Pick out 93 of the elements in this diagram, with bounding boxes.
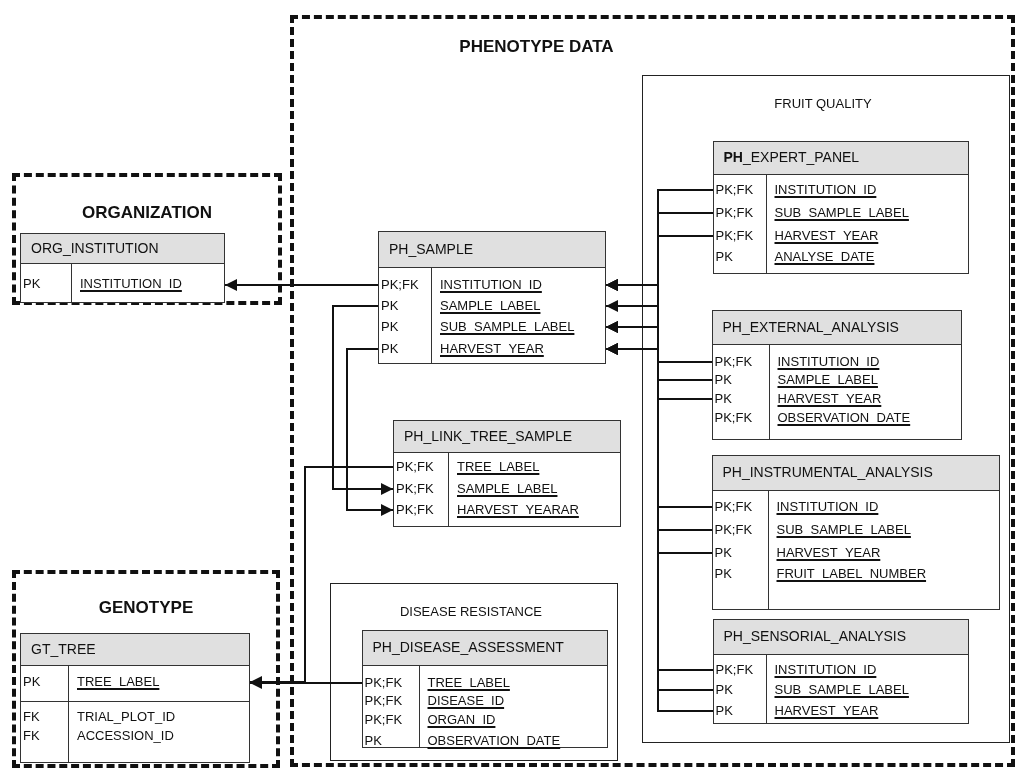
entity-table bbox=[393, 420, 621, 527]
entity-table bbox=[378, 231, 606, 364]
field-name: HARVEST_YEAR bbox=[776, 544, 881, 561]
key-label: PK;FK bbox=[396, 459, 434, 475]
field-name: TREE_LABEL bbox=[457, 459, 540, 475]
field-name: FRUIT_LABEL_NUMBER bbox=[776, 565, 927, 582]
field-name: HARVEST_YEARAR bbox=[457, 502, 579, 518]
field-name: ANALYSE_DATE bbox=[774, 248, 875, 265]
field-name: HARVEST_YEAR bbox=[440, 341, 544, 357]
key-label: PK bbox=[714, 371, 732, 388]
field-name: SUB_SAMPLE_LABEL bbox=[440, 319, 575, 335]
field-name: SUB_SAMPLE_LABEL bbox=[774, 204, 909, 221]
table-title: PH_SENSORIAL_ANALYSIS bbox=[723, 628, 907, 644]
field-name: SUB_SAMPLE_LABEL bbox=[776, 521, 911, 538]
table-title: PH_DISEASE_ASSESSMENT bbox=[372, 639, 564, 655]
field-name: INSTITUTION_ID bbox=[774, 661, 877, 678]
relationship-arrow bbox=[224, 279, 379, 291]
entity-table bbox=[712, 140, 969, 274]
entity-table bbox=[20, 233, 225, 303]
key-label: PK;FK bbox=[714, 353, 753, 370]
field-name: SAMPLE_LABEL bbox=[777, 371, 878, 388]
field-name: DISEASE_ID bbox=[427, 692, 505, 709]
key-label: FK bbox=[23, 709, 40, 725]
table-title: PH_INSTRUMENTAL_ANALYSIS bbox=[722, 464, 933, 480]
field-name: ORGAN_ID bbox=[427, 711, 496, 728]
entity-table bbox=[20, 633, 250, 763]
key-label: FK bbox=[23, 728, 40, 744]
group-frame bbox=[12, 570, 280, 768]
group-title: PHENOTYPE DATA bbox=[458, 37, 615, 57]
key-label: PK;FK bbox=[714, 521, 753, 538]
field-name: OBSERVATION_DATE bbox=[777, 409, 911, 426]
field-name: OBSERVATION_DATE bbox=[427, 732, 561, 749]
key-label: PK bbox=[23, 674, 41, 690]
relationship-arrow bbox=[332, 305, 394, 495]
table-title: PH_LINK_TREE_SAMPLE bbox=[404, 428, 573, 444]
key-label: PK bbox=[715, 702, 733, 719]
field-name: INSTITUTION_ID bbox=[777, 353, 880, 370]
relationship-arrow bbox=[346, 348, 394, 516]
field-name: SUB_SAMPLE_LABEL bbox=[774, 681, 909, 698]
group-title: GENOTYPE bbox=[97, 598, 195, 618]
field-name: HARVEST_YEAR bbox=[774, 702, 879, 719]
key-label: PK bbox=[715, 681, 733, 698]
field-name: ACCESSION_ID bbox=[77, 728, 174, 744]
key-label: PK;FK bbox=[364, 692, 403, 709]
field-name: HARVEST_YEAR bbox=[774, 227, 879, 244]
key-label: PK;FK bbox=[714, 498, 753, 515]
group-title: ORGANIZATION bbox=[81, 203, 213, 223]
key-label: PK;FK bbox=[396, 481, 434, 497]
field-name: TREE_LABEL bbox=[77, 674, 160, 690]
table-title: ORG_INSTITUTION bbox=[31, 240, 159, 256]
field-name: HARVEST_YEAR bbox=[777, 390, 882, 407]
table-title: PH_SAMPLE bbox=[389, 241, 474, 257]
entity-table bbox=[712, 618, 969, 724]
key-label: PK bbox=[364, 732, 382, 749]
key-label: PK bbox=[381, 341, 399, 357]
field-name: SAMPLE_LABEL bbox=[457, 481, 558, 497]
key-label: PK bbox=[381, 319, 399, 335]
key-label: PK;FK bbox=[396, 502, 434, 518]
key-label: PK bbox=[714, 544, 732, 561]
field-name: INSTITUTION_ID bbox=[80, 276, 182, 292]
key-label: PK;FK bbox=[714, 409, 753, 426]
field-name: TREE_LABEL bbox=[427, 674, 510, 691]
key-label: PK;FK bbox=[715, 204, 754, 221]
key-label: PK;FK bbox=[715, 227, 754, 244]
field-name: INSTITUTION_ID bbox=[774, 181, 877, 198]
table-title: GT_TREE bbox=[31, 641, 96, 657]
group-frame bbox=[642, 75, 1010, 743]
relationship-arrow bbox=[605, 279, 714, 671]
field-name: SAMPLE_LABEL bbox=[440, 298, 541, 314]
entity-table bbox=[711, 454, 1000, 610]
relationship-arrow bbox=[605, 300, 713, 381]
key-label: PK bbox=[714, 390, 732, 407]
key-label: PK bbox=[381, 298, 399, 314]
entity-table bbox=[361, 629, 608, 748]
group-title: FRUIT QUALITY bbox=[773, 96, 873, 111]
key-label: PK;FK bbox=[364, 674, 403, 691]
key-label: PK;FK bbox=[715, 181, 754, 198]
entity-table bbox=[711, 309, 962, 440]
group-frame bbox=[12, 173, 282, 305]
group-frame bbox=[290, 15, 1015, 767]
field-name: TRIAL_PLOT_ID bbox=[77, 709, 176, 725]
key-label: PK;FK bbox=[715, 661, 754, 678]
key-label: PK;FK bbox=[381, 277, 419, 293]
key-label: PK bbox=[714, 565, 732, 582]
table-title: PH_EXPERT_PANEL bbox=[723, 149, 860, 165]
group-frame bbox=[330, 583, 618, 761]
field-name: INSTITUTION_ID bbox=[440, 277, 542, 293]
key-label: PK bbox=[23, 276, 41, 292]
key-label: PK;FK bbox=[364, 711, 403, 728]
key-label: PK bbox=[715, 248, 733, 265]
group-title: DISEASE RESISTANCE bbox=[398, 604, 544, 619]
field-name: INSTITUTION_ID bbox=[776, 498, 879, 515]
table-title: PH_EXTERNAL_ANALYSIS bbox=[722, 318, 899, 335]
